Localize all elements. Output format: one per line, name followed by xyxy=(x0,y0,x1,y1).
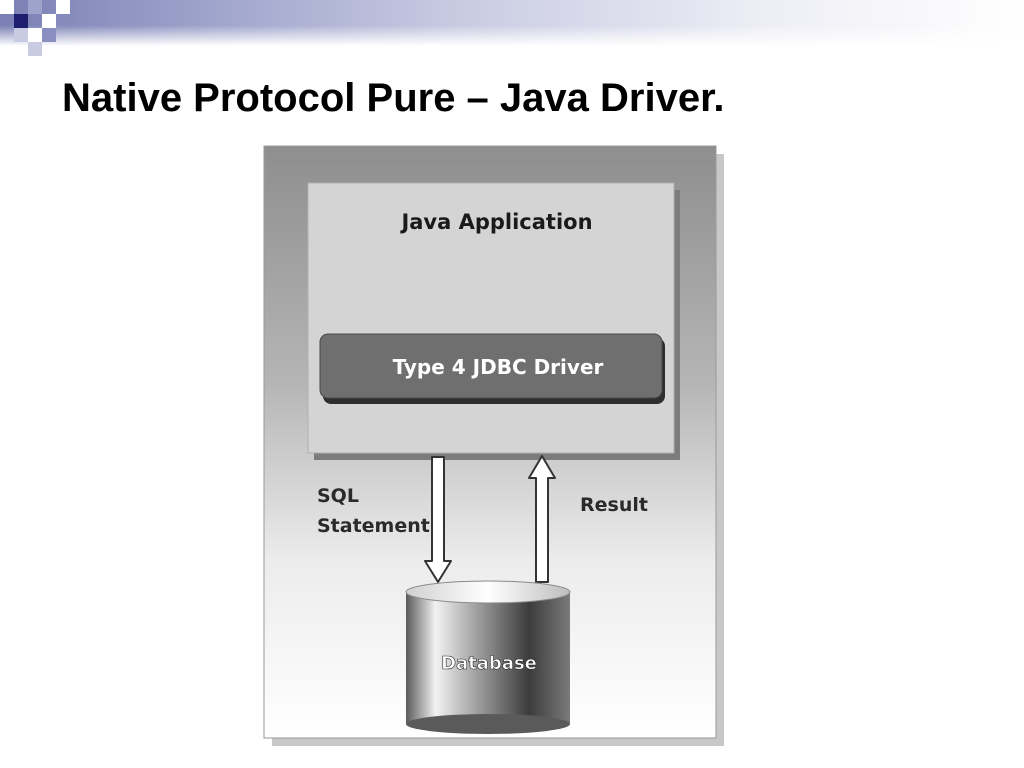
java-application-label: Java Application xyxy=(399,210,592,234)
corner-square-mid xyxy=(42,28,56,42)
sql-statement-arrow xyxy=(424,456,452,583)
corner-square-light xyxy=(42,14,56,28)
corner-square-mid xyxy=(28,42,42,56)
architecture-diagram: Java Application Type 4 JDBC Driver SQL … xyxy=(250,140,740,760)
top-decoration-fade xyxy=(0,0,1024,46)
jdbc-driver-box xyxy=(319,333,663,399)
corner-square-light xyxy=(28,0,42,14)
corner-decoration xyxy=(0,0,80,60)
slide-title: Native Protocol Pure – Java Driver. xyxy=(62,76,725,120)
jdbc-driver-label: Type 4 JDBC Driver xyxy=(393,355,604,379)
corner-square-mid xyxy=(14,28,28,42)
database-cylinder-bottom xyxy=(406,714,570,734)
database-cylinder-top xyxy=(405,580,571,604)
database-cylinder-body xyxy=(406,592,570,724)
diagram-svg: Java Application Type 4 JDBC Driver SQL … xyxy=(263,145,724,746)
result-label: Result xyxy=(580,494,648,516)
corner-square-dark xyxy=(14,14,28,28)
corner-square-light xyxy=(28,28,42,42)
java-application-panel xyxy=(307,182,675,454)
sql-statement-label-line2: Statement xyxy=(317,515,430,537)
result-arrow xyxy=(528,455,556,583)
sql-statement-label-line1: SQL xyxy=(317,485,359,507)
corner-square-light xyxy=(0,0,14,14)
corner-square-light xyxy=(56,0,70,14)
database-label: Database xyxy=(441,653,537,674)
